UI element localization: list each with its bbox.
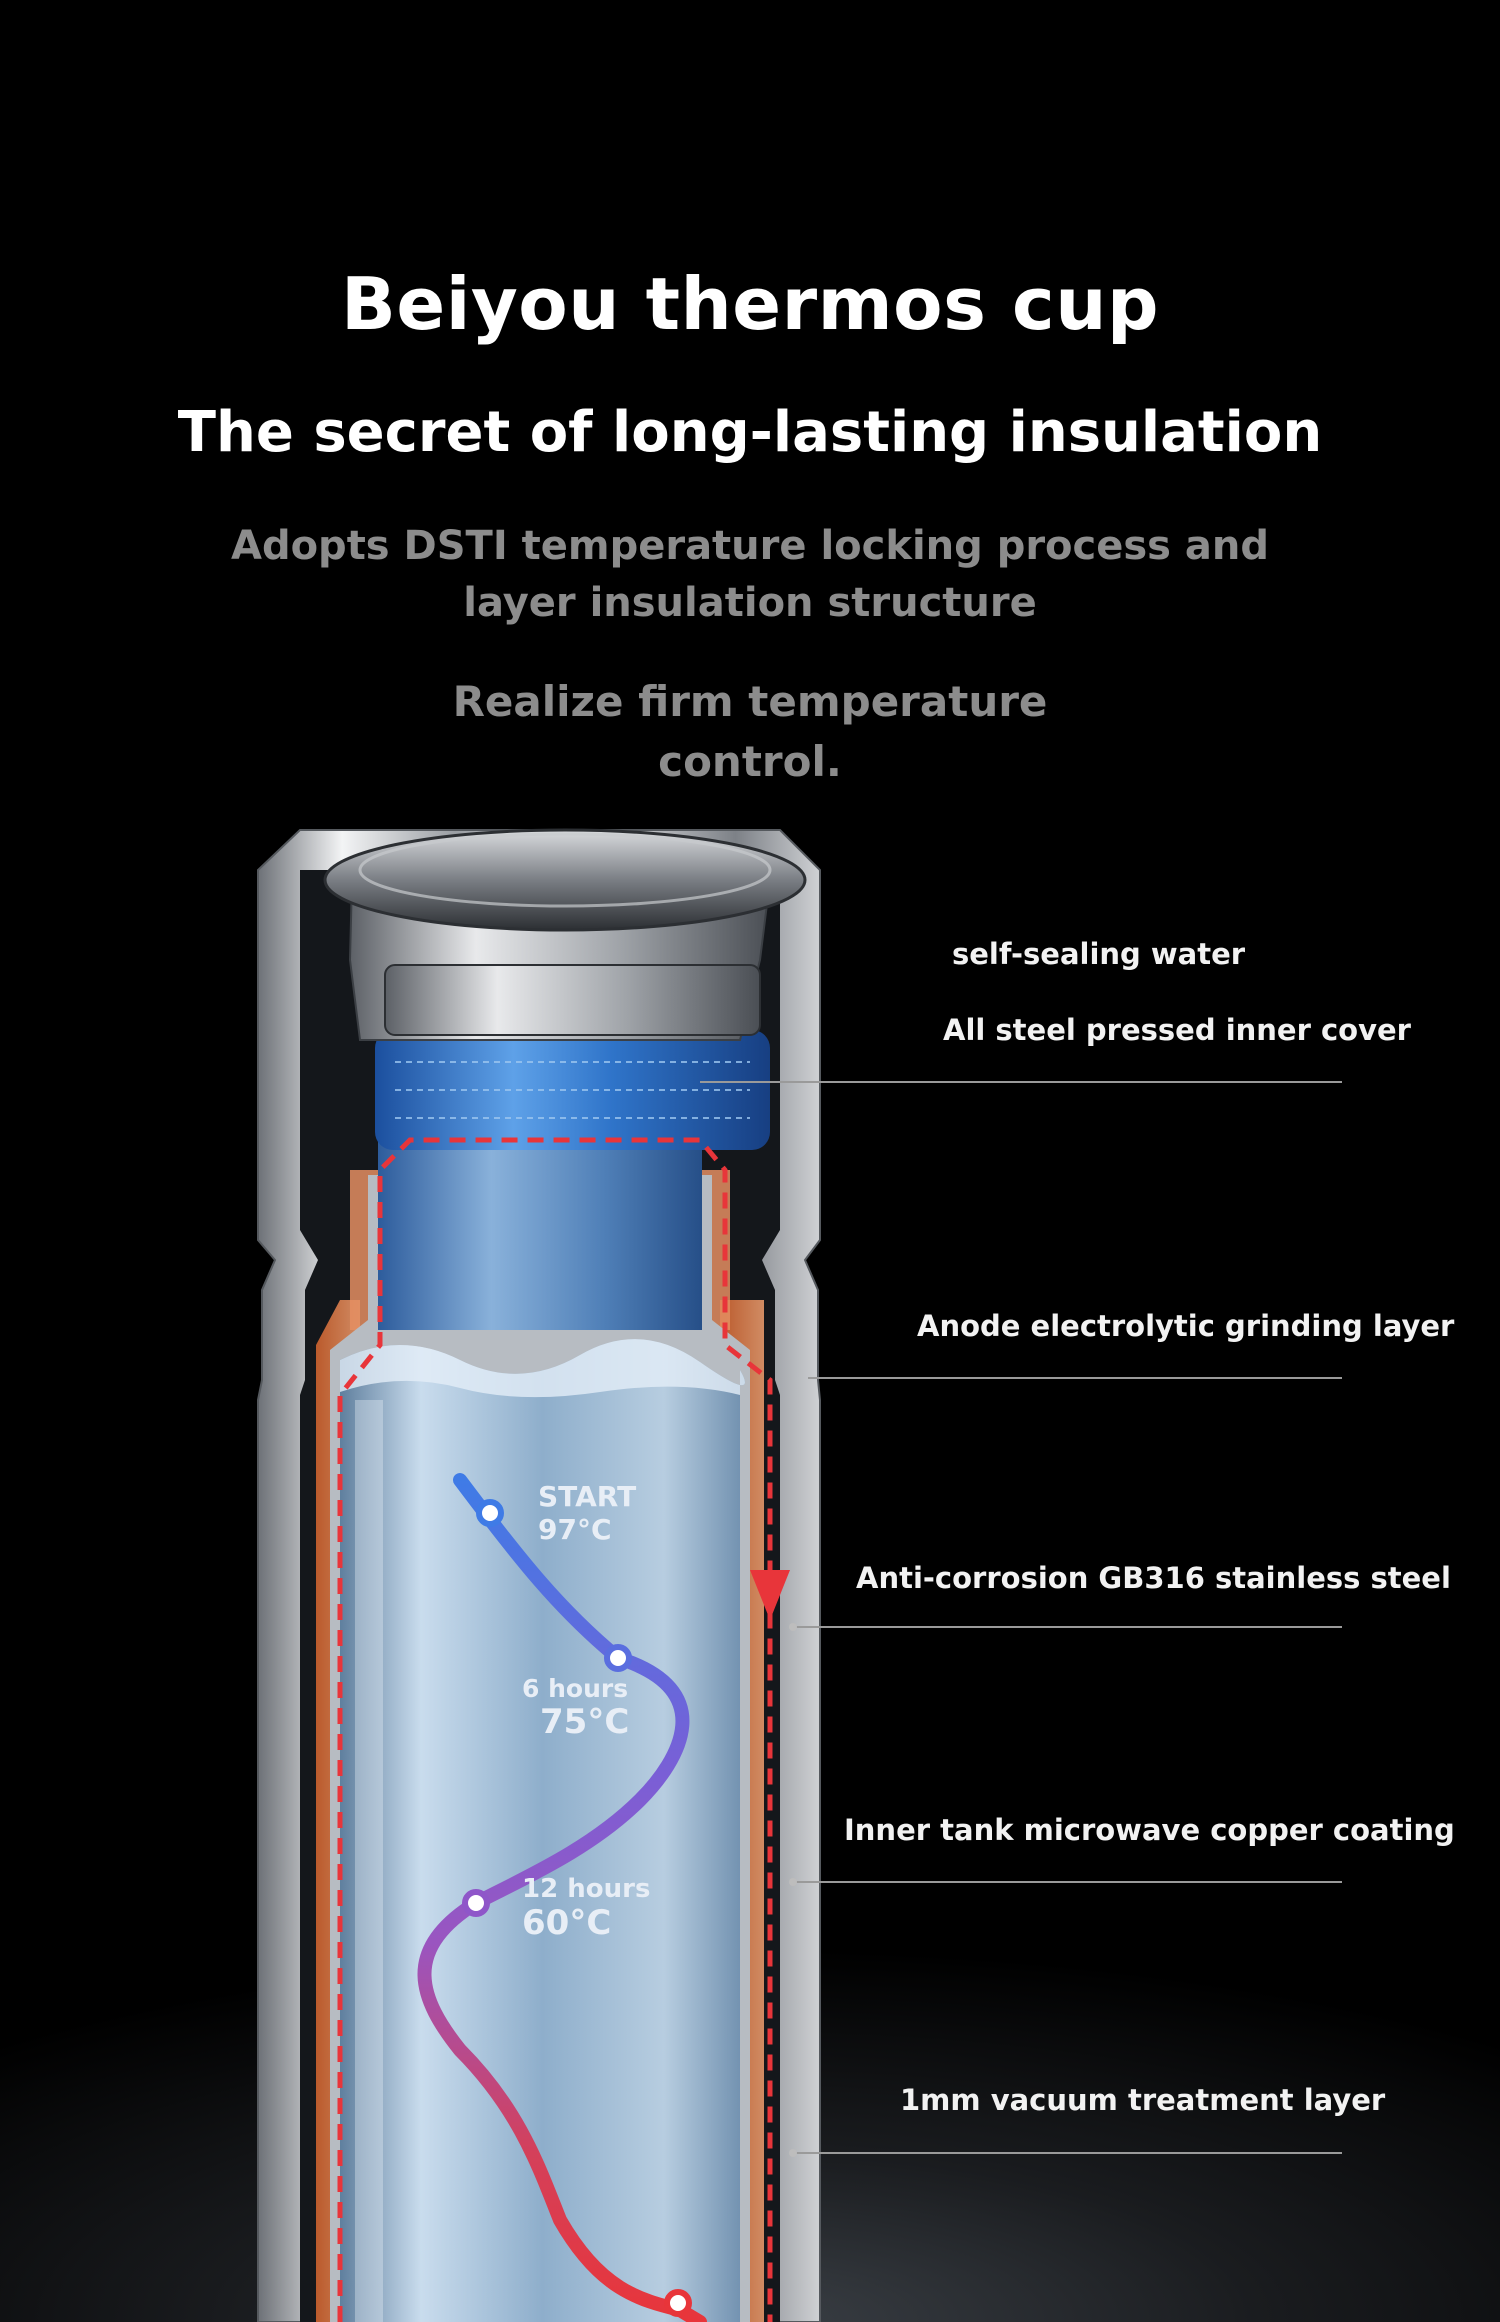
callout-stainless-steel: Anti-corrosion GB316 stainless steel xyxy=(856,1561,1451,1595)
temp-label-6h-value: 75°C xyxy=(540,1702,630,1742)
water-surface xyxy=(340,1339,745,1398)
copper-coating-right xyxy=(720,1300,764,2322)
temp-label-start-value: 97°C xyxy=(538,1513,612,1546)
callout-copper-coating: Inner tank microwave copper coating xyxy=(844,1813,1455,1847)
description-line-1: Adopts DSTI temperature locking process … xyxy=(230,523,1270,569)
heat-flow-arrow xyxy=(750,1570,790,1620)
callout-vacuum-layer: 1mm vacuum treatment layer xyxy=(900,2083,1386,2117)
temp-marker-24h xyxy=(664,2289,692,2317)
temp-label-12h-value: 60°C xyxy=(522,1903,612,1943)
copper-coating-left xyxy=(316,1300,360,2322)
leader-line-stainless-steel xyxy=(789,1623,1342,1631)
temp-label-start-time: START xyxy=(538,1480,637,1513)
leader-line-vacuum-layer xyxy=(789,2149,1342,2157)
callout-anode-layer: Anode electrolytic grinding layer xyxy=(917,1309,1455,1343)
leader-line-copper-coating xyxy=(789,1878,1342,1886)
tagline-line-1: Realize firm temperature xyxy=(452,677,1048,726)
temp-label-6h-time: 6 hours xyxy=(522,1674,629,1703)
leader-line-inner-cover xyxy=(700,1081,1342,1083)
water-highlight xyxy=(355,1400,383,2322)
tagline-line-2: control. xyxy=(658,737,842,786)
temp-marker-start xyxy=(476,1499,504,1527)
description: Adopts DSTI temperature locking process … xyxy=(0,518,1500,632)
tagline: Realize firm temperature control. xyxy=(0,672,1500,792)
lid-top xyxy=(323,828,807,932)
temp-label-12h-time: 12 hours xyxy=(522,1874,651,1904)
inner-cover xyxy=(384,964,761,1036)
water-body xyxy=(340,1339,745,2322)
leader-line-anode-layer xyxy=(808,1377,1342,1379)
heat-flow-path xyxy=(337,1137,773,2322)
temp-marker-12h xyxy=(462,1889,490,1917)
callout-inner-cover: All steel pressed inner cover xyxy=(943,1013,1411,1047)
page-subtitle: The secret of long-lasting insulation xyxy=(177,400,1323,465)
temp-marker-6h xyxy=(604,1644,632,1672)
callout-self-sealing-water: self-sealing water xyxy=(952,937,1246,971)
inner-neck xyxy=(378,1140,702,1330)
description-line-2: layer insulation structure xyxy=(463,580,1037,626)
page-title: Beiyou thermos cup xyxy=(340,262,1159,346)
